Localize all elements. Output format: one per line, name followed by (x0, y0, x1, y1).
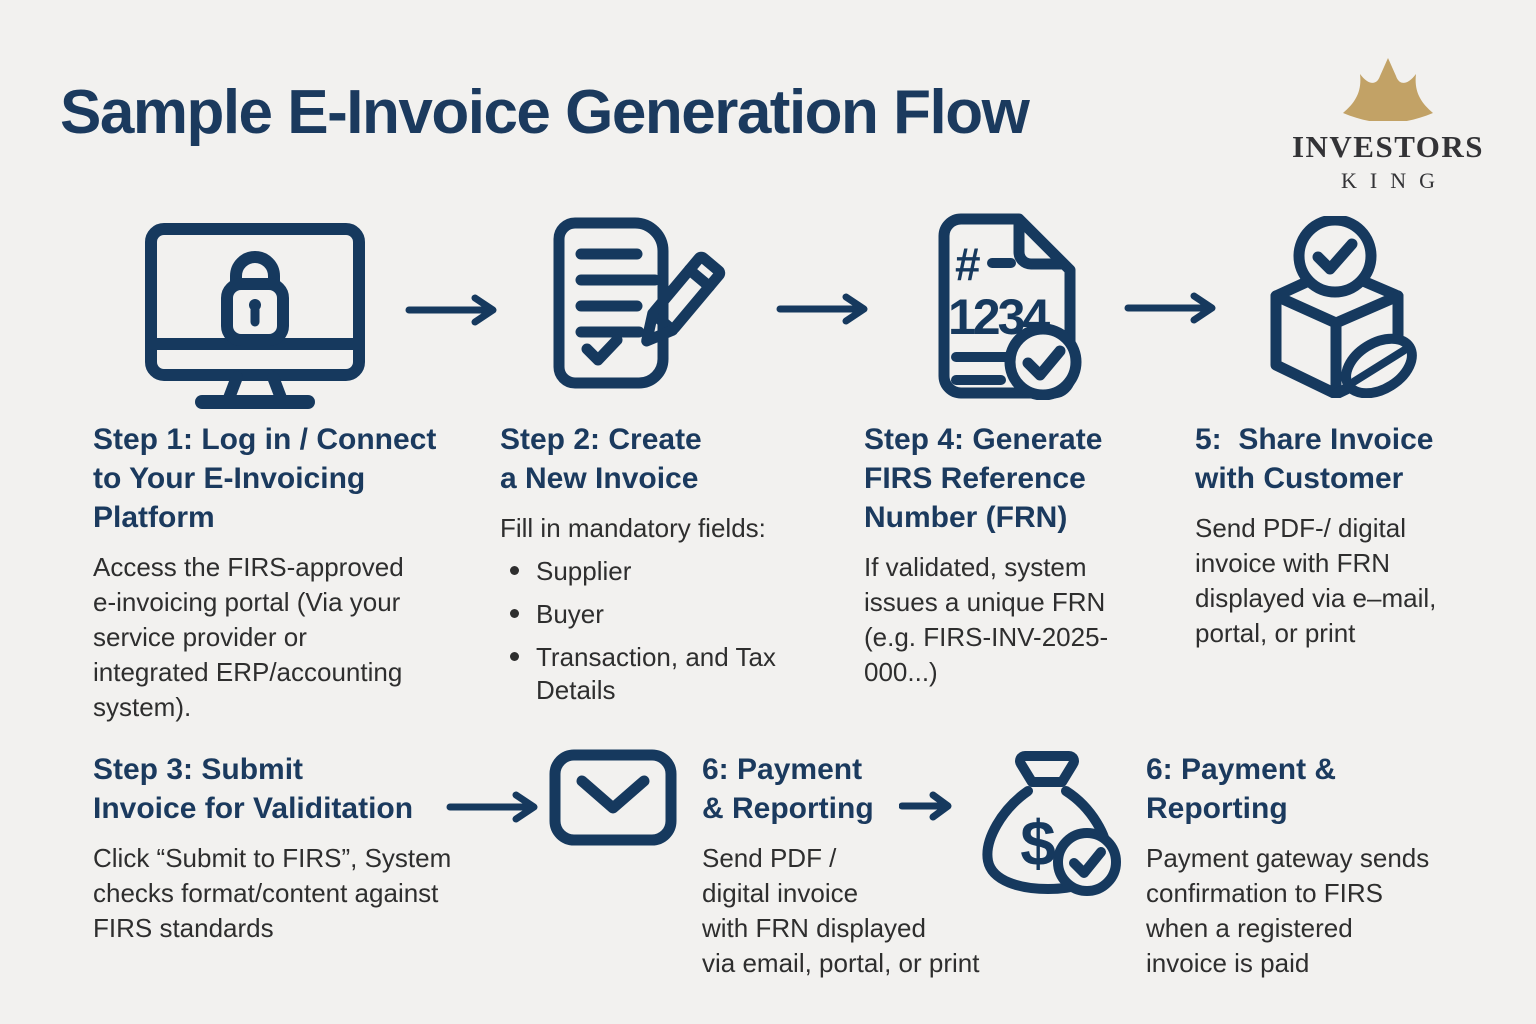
step-5-body: Send PDF-/ digital invoice with FRN disp… (1195, 513, 1437, 649)
arrow-right-icon (405, 294, 500, 326)
step-6b-payment-block: 6: Payment & Reporting Payment gateway s… (1146, 750, 1516, 981)
step-4-block: Step 4: Generate FIRS Reference Number (… (864, 420, 1194, 690)
envelope-icon (549, 749, 677, 846)
arrow-right-icon (1124, 292, 1219, 324)
step-1-body: Access the FIRS-approved e-invoicing por… (93, 552, 404, 723)
step-3-body: Click “Submit to FIRS”, System checks fo… (93, 843, 452, 944)
arrow-right-icon (446, 791, 541, 823)
step-1-block: Step 1: Log in / Connect to Your E-Invoi… (93, 420, 493, 725)
svg-text:$: $ (1020, 807, 1056, 879)
step-6b-heading: 6: Payment & Reporting (1146, 753, 1337, 825)
page-title: Sample E-Invoice Generation Flow (60, 78, 1030, 147)
bullet-item: Buyer (500, 598, 830, 632)
bullet-item: Transaction, and Tax Details (500, 641, 830, 709)
step-5-block: 5: Share Invoice with Customer Send PDF-… (1195, 420, 1535, 651)
bullet-dot (510, 566, 519, 576)
bullet-dot (510, 651, 519, 661)
step-2-bullet-list: Supplier Buyer Transaction, and Tax Deta… (500, 555, 830, 708)
investors-king-logo: INVESTORS KING (1283, 55, 1493, 194)
step-6-heading: 6: Payment & Reporting (702, 753, 874, 825)
step-4-body: If validated, system issues a unique FRN… (864, 552, 1109, 688)
step-6-body: Send PDF / digital invoice with FRN disp… (702, 843, 980, 979)
arrow-right-icon (899, 791, 955, 821)
bullet-text: Buyer (536, 598, 604, 629)
step-6b-body: Payment gateway sends confirmation to FI… (1146, 843, 1430, 979)
step-2-block: Step 2: Create a New Invoice Fill in man… (500, 420, 830, 708)
step-3-heading: Step 3: Submit Invoice for Validitation (93, 753, 414, 825)
logo-subtitle: KING (1341, 168, 1448, 193)
step-4-heading: Step 4: Generate FIRS Reference Number (… (864, 423, 1103, 534)
money-bag-icon: $ (968, 748, 1126, 900)
svg-text:#: # (955, 238, 981, 290)
step-3-block: Step 3: Submit Invoice for Validitation … (93, 750, 533, 946)
step-6-payment-block: 6: Payment & Reporting Send PDF / digita… (702, 750, 1052, 981)
bullet-dot (510, 608, 519, 618)
step-1-heading: Step 1: Log in / Connect to Your E-Invoi… (93, 423, 437, 534)
logo-name: INVESTORS (1291, 129, 1485, 164)
crown-icon (1283, 55, 1493, 125)
step-5-heading: 5: Share Invoice with Customer (1195, 423, 1434, 495)
step-2-heading: Step 2: Create a New Invoice (500, 423, 702, 495)
arrow-right-icon (776, 293, 871, 325)
step-2-body: Fill in mandatory fields: (500, 513, 766, 543)
frn-document-icon: # 1234 (931, 212, 1083, 400)
invoice-edit-icon (551, 216, 727, 396)
monitor-lock-icon (144, 222, 366, 414)
bullet-item: Supplier (500, 555, 830, 589)
bullet-text: Supplier (536, 556, 632, 587)
bullet-text: Transaction, and Tax Details (536, 641, 776, 706)
share-package-icon (1251, 216, 1419, 398)
